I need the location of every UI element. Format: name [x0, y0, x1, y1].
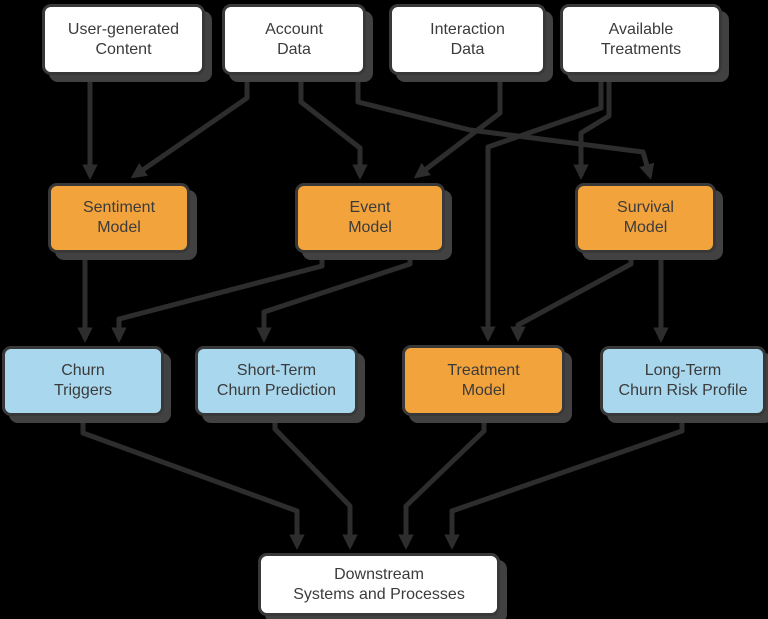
node-short-term: Short-Term Churn Prediction — [195, 346, 358, 416]
edge-event-to-churn-triggers — [111, 257, 325, 343]
node-sentiment: Sentiment Model — [48, 183, 190, 253]
node-label-account: Account Data — [265, 20, 323, 58]
node-label-ugc: User-generated Content — [67, 20, 180, 58]
edge-churn-triggers-to-downstream — [80, 420, 305, 550]
edge-treatment-model-to-downstream — [398, 420, 487, 550]
node-label-short-term: Short-Term Churn Prediction — [216, 362, 337, 399]
node-label-treatments: Available Treatments — [600, 20, 682, 58]
node-label-treatment-model: Treatment Model — [447, 361, 520, 399]
node-downstream: Downstream Systems and Processes — [258, 553, 500, 616]
node-event: Event Model — [295, 183, 445, 253]
node-label-churn-triggers: Churn Triggers — [53, 362, 113, 399]
node-treatment-model: Treatment Model — [402, 345, 565, 416]
edge-account-to-sentiment — [130, 79, 250, 179]
node-ugc: User-generated Content — [42, 4, 205, 75]
edge-account-to-event — [298, 79, 368, 180]
edge-interaction-to-event — [413, 79, 503, 179]
node-label-long-term: Long-Term Churn Risk Profile — [618, 362, 748, 399]
node-label-survival: Survival Model — [617, 199, 674, 236]
node-label-event: Event Model — [348, 199, 392, 236]
edge-event-to-short-term — [256, 257, 413, 343]
node-churn-triggers: Churn Triggers — [2, 346, 164, 416]
edge-survival-to-treatment-model — [510, 257, 634, 342]
node-label-interaction: Interaction Data — [430, 20, 505, 58]
edge-long-term-to-downstream — [444, 420, 685, 550]
node-treatments: Available Treatments — [560, 4, 722, 75]
node-interaction: Interaction Data — [389, 4, 546, 75]
node-account: Account Data — [222, 4, 366, 75]
edge-account-to-survival — [355, 79, 655, 180]
edge-treatments-to-survival — [573, 79, 612, 180]
edge-short-term-to-downstream — [272, 420, 358, 550]
edge-treatments-to-treatment-model — [480, 79, 604, 342]
node-long-term: Long-Term Churn Risk Profile — [600, 346, 766, 416]
node-label-sentiment: Sentiment Model — [82, 199, 156, 236]
node-survival: Survival Model — [575, 183, 716, 253]
node-label-downstream: Downstream Systems and Processes — [293, 565, 465, 603]
